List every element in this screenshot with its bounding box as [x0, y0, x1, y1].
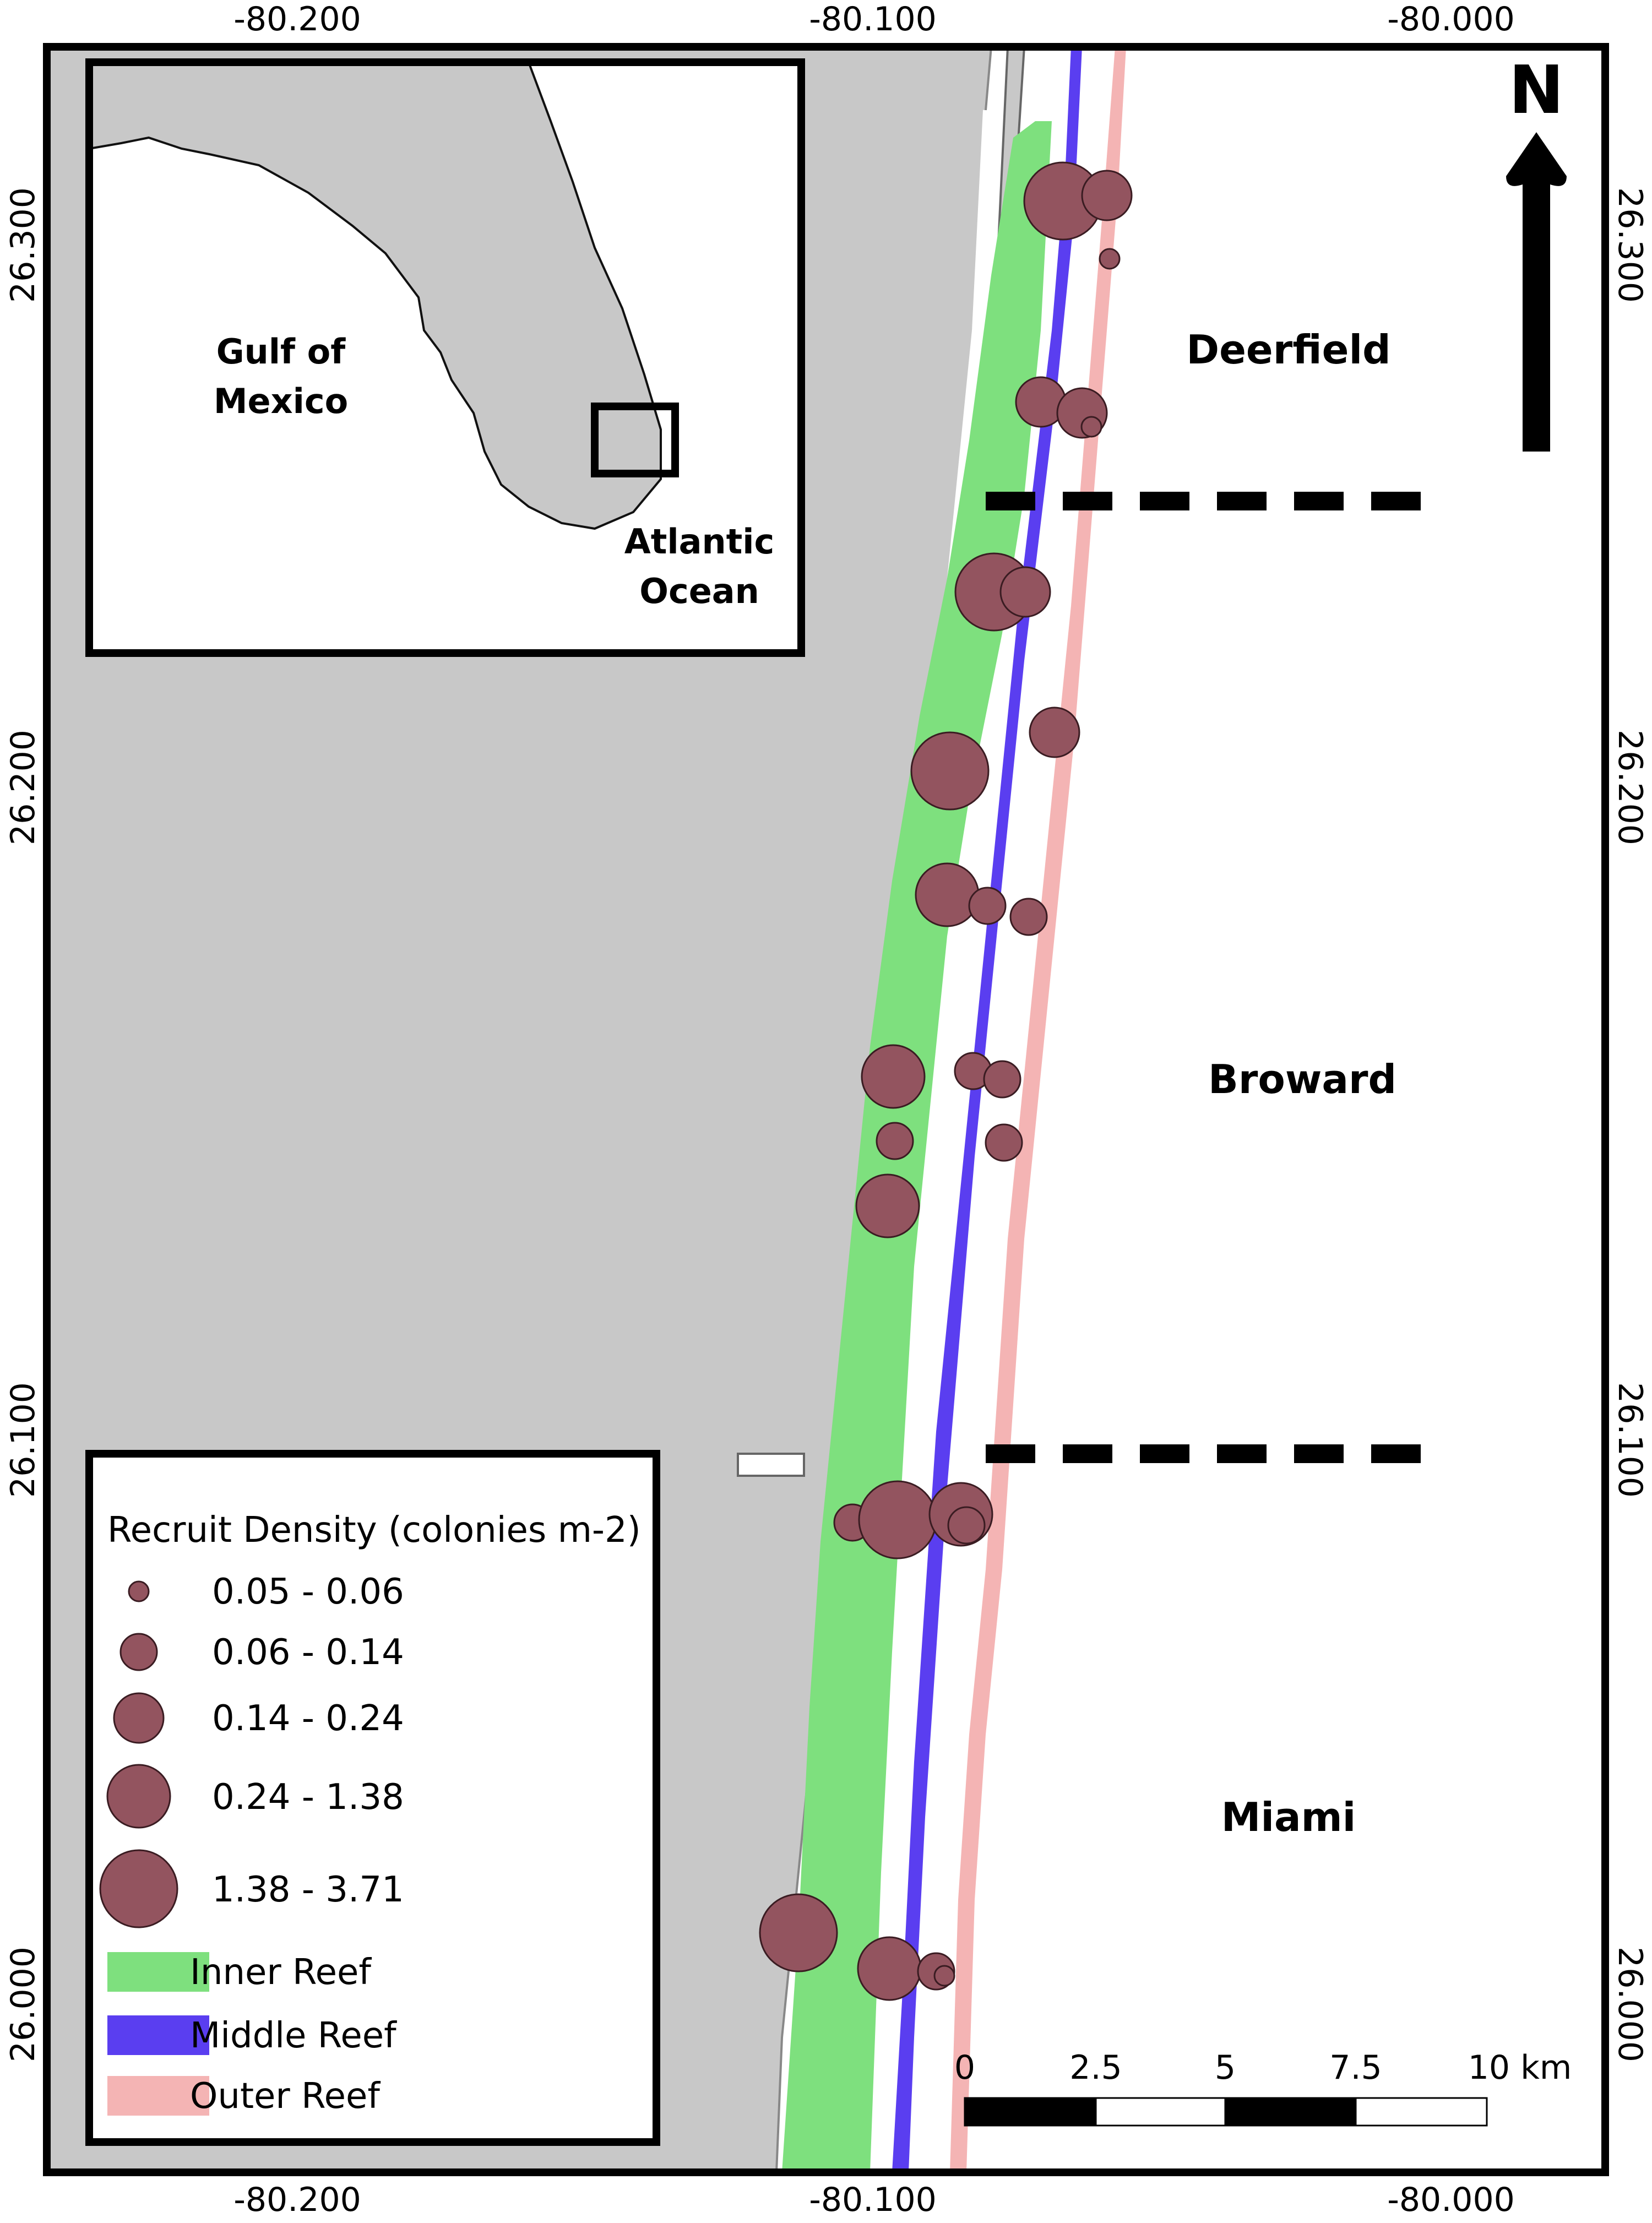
- site-marker-18: [985, 1123, 1023, 1162]
- scale-segment-4: [1355, 2097, 1488, 2127]
- north-arrow-head: [1506, 132, 1567, 186]
- site-marker-21: [858, 1480, 937, 1559]
- legend-frame: [85, 1450, 660, 2146]
- legend-label-class-4: 0.24 - 1.38: [212, 1777, 404, 1818]
- y-tick-right-1: 26.300: [1611, 187, 1649, 303]
- site-marker-9: [1029, 706, 1080, 758]
- site-marker-6: [1080, 416, 1102, 438]
- site-marker-23: [947, 1506, 986, 1545]
- scale-label-7-5: 7.5: [1329, 2048, 1382, 2087]
- legend-label-inner-reef: Inner Reef: [190, 1952, 372, 1993]
- x-tick-bottom-3: -80.000: [1387, 2181, 1515, 2219]
- north-label: N: [1509, 52, 1564, 129]
- port-inlet: [737, 1453, 805, 1477]
- site-marker-11: [915, 862, 980, 927]
- legend-label-outer-reef: Outer Reef: [190, 2076, 381, 2117]
- site-marker-14: [861, 1044, 926, 1109]
- legend-symbol-class-2: [119, 1633, 158, 1671]
- inset-label-atlantic-line-1: Atlantic: [624, 521, 775, 562]
- y-tick-left-1: 26.300: [4, 187, 42, 303]
- scale-segment-1: [964, 2097, 1097, 2127]
- legend: Recruit Density (colonies m-2) 0.05 - 0.…: [85, 1450, 660, 2146]
- y-tick-left-4: 26.000: [4, 1947, 42, 2062]
- inset-label-gulf-line-1: Gulf of: [216, 331, 346, 372]
- site-marker-27: [933, 1965, 955, 1987]
- region-label-broward: Broward: [1208, 1056, 1396, 1102]
- x-tick-bottom-1: -80.200: [233, 2181, 361, 2219]
- scale-label-2-5: 2.5: [1069, 2048, 1122, 2087]
- legend-swatch-outer-reef: [107, 2076, 209, 2116]
- scale-label-10-km: 10 km: [1468, 2048, 1572, 2087]
- legend-symbol-class-4: [106, 1764, 171, 1829]
- inset-frame: [85, 58, 805, 657]
- site-marker-19: [855, 1173, 920, 1238]
- inset-florida: [88, 61, 662, 530]
- site-marker-2: [1081, 170, 1133, 221]
- site-marker-25: [857, 1936, 922, 2001]
- legend-swatch-inner-reef: [107, 1952, 209, 1992]
- north-arrow-shaft: [1523, 176, 1550, 452]
- x-tick-bottom-2: -80.100: [809, 2181, 937, 2219]
- legend-label-class-1: 0.05 - 0.06: [212, 1572, 404, 1612]
- legend-swatch-middle-reef: [107, 2015, 209, 2055]
- x-tick-top-2: -80.100: [809, 0, 937, 39]
- legend-title: Recruit Density (colonies m-2): [107, 1510, 641, 1551]
- scale-bar: 0 2.5 5 7.5 10 km: [954, 2048, 1572, 2127]
- region-label-deerfield: Deerfield: [1186, 327, 1390, 373]
- x-tick-top-3: -80.000: [1387, 0, 1515, 39]
- map-frame: [43, 43, 1609, 2176]
- y-tick-left-3: 26.100: [4, 1382, 42, 1498]
- legend-label-middle-reef: Middle Reef: [190, 2015, 397, 2056]
- legend-label-class-3: 0.14 - 0.24: [212, 1698, 404, 1739]
- inset-label-atlantic-line-2: Ocean: [639, 571, 759, 611]
- site-marker-17: [876, 1122, 914, 1160]
- site-marker-10: [910, 731, 990, 811]
- scale-segment-2: [1095, 2097, 1226, 2127]
- y-tick-right-2: 26.200: [1611, 730, 1649, 845]
- site-marker-24: [759, 1893, 838, 1972]
- recruit-sites: [759, 161, 1133, 2001]
- outer-reef: [950, 47, 1126, 2172]
- site-marker-16: [983, 1060, 1021, 1099]
- site-marker-3: [1099, 248, 1121, 270]
- legend-symbol-class-3: [113, 1692, 165, 1744]
- inset-study-area-box: [591, 403, 679, 477]
- inset-map: Gulf of Mexico Atlantic Ocean: [85, 58, 805, 657]
- inset-label-gulf-line-2: Mexico: [214, 381, 348, 421]
- site-marker-8: [999, 566, 1051, 618]
- scale-label-5: 5: [1215, 2048, 1236, 2087]
- y-tick-right-4: 26.000: [1611, 1947, 1649, 2062]
- y-tick-left-2: 26.200: [4, 730, 42, 845]
- scale-segment-3: [1224, 2097, 1357, 2127]
- north-arrow: N: [1506, 52, 1567, 452]
- legend-label-class-2: 0.06 - 0.14: [212, 1632, 404, 1673]
- region-label-miami: Miami: [1221, 1794, 1356, 1840]
- legend-label-class-5: 1.38 - 3.71: [212, 1869, 404, 1910]
- site-marker-12: [968, 887, 1007, 925]
- scale-label-0: 0: [954, 2048, 975, 2087]
- inner-reef: [782, 121, 1052, 2172]
- legend-symbol-class-5: [99, 1849, 178, 1928]
- site-marker-13: [1009, 898, 1048, 936]
- legend-symbol-class-1: [128, 1580, 150, 1602]
- x-tick-top-1: -80.200: [233, 0, 361, 39]
- y-tick-right-3: 26.100: [1611, 1382, 1649, 1498]
